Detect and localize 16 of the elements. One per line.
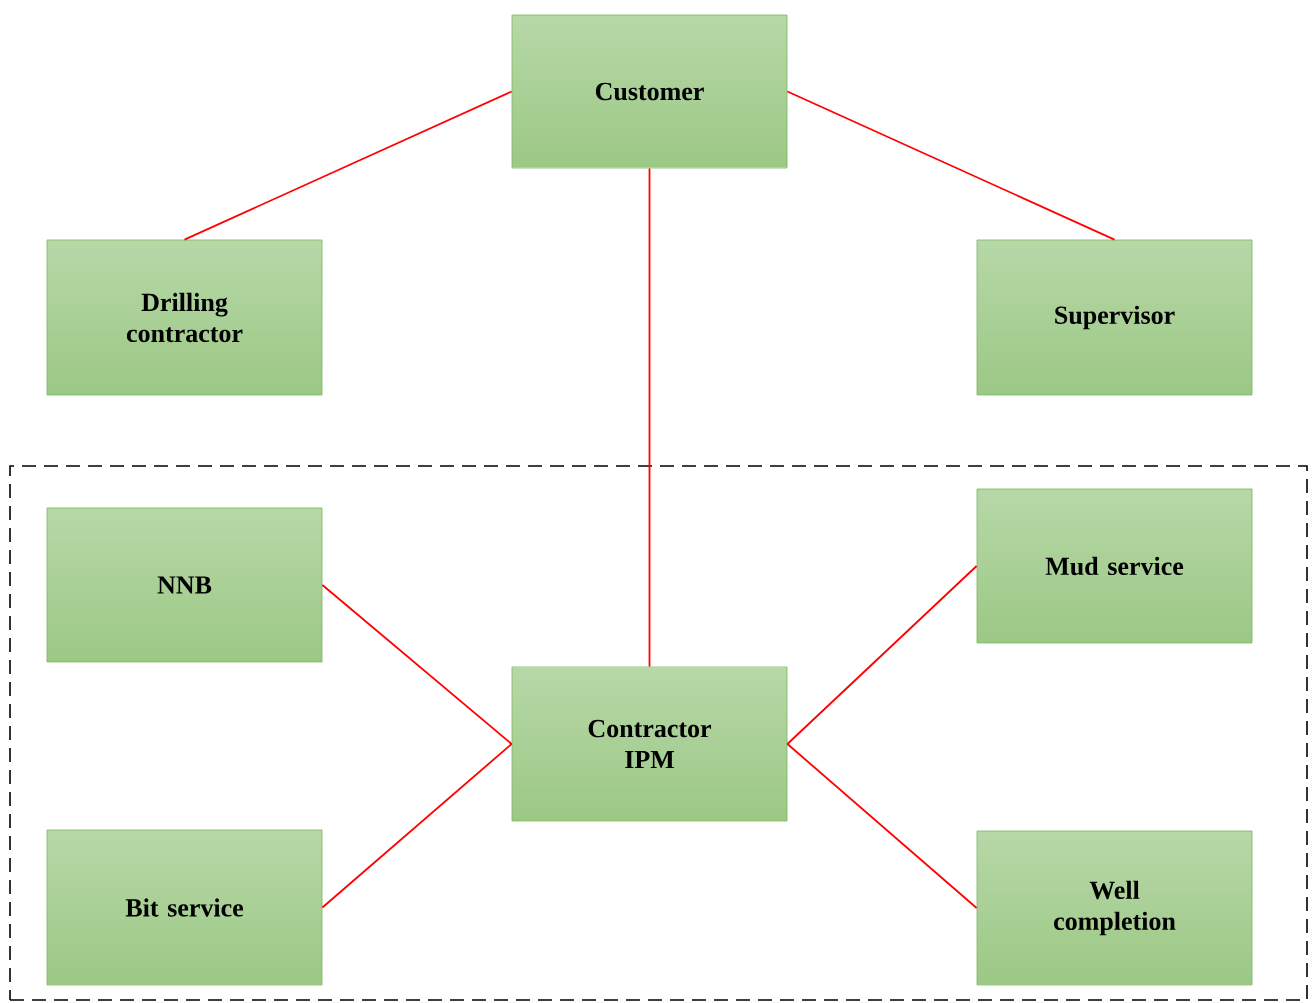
process-box: Mud service [976, 488, 1253, 644]
connector-line [321, 743, 513, 909]
connector-line [183, 90, 513, 241]
dashed-frame [9, 465, 1308, 1001]
process-box: NNB [46, 507, 323, 663]
process-box: Customer [511, 14, 788, 169]
connector-line [786, 565, 978, 745]
connector-line [648, 167, 651, 668]
connector-line [321, 584, 513, 745]
process-box: Well completion [976, 830, 1253, 986]
connector-line [786, 743, 978, 909]
process-box: Drilling contractor [46, 239, 323, 396]
process-box: Bit service [46, 829, 323, 986]
connector-line [786, 90, 1116, 241]
process-box: Supervisor [976, 239, 1253, 396]
process-box: Contractor IPM [511, 666, 788, 822]
